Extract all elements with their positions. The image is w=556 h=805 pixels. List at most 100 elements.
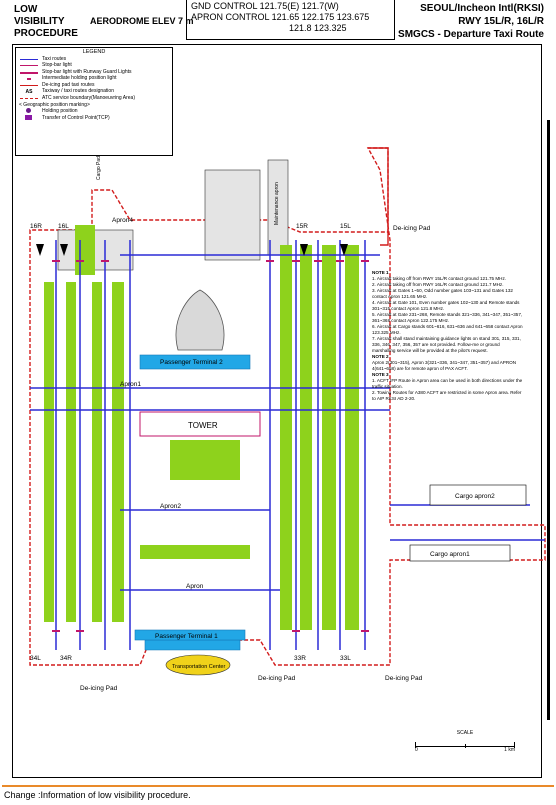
legend-item: Transfer of Control Point(TCP) <box>16 115 172 122</box>
apron1-label: Apron1 <box>120 381 141 388</box>
legend-item: Intermediate holding position light <box>16 75 172 82</box>
legend-item: Taxi routes <box>16 55 172 62</box>
apron-label: Apron <box>186 583 204 590</box>
side-bar <box>547 120 550 720</box>
legend-item: < Geographic position marking> <box>16 102 172 109</box>
cargo-apron1-label: Cargo apron1 <box>430 551 470 558</box>
rwy-label-33r: 33R <box>294 655 306 662</box>
intermediate-holding-symbol <box>19 75 39 81</box>
legend-item: Stop-bar light <box>16 62 172 69</box>
legend-item: De-icing pad taxi routes <box>16 82 172 89</box>
legend-box: LEGEND Taxi routes Stop-bar light Stop-b… <box>15 47 173 156</box>
terminals <box>134 354 251 651</box>
scale-labels: 0 1 km <box>415 747 515 753</box>
gnd-frequency: GND CONTROL 121.75(E) 121.7(W) <box>191 1 339 11</box>
taxi-route-symbol <box>19 56 39 62</box>
note3-item: 1. ACFT IFP Route in Apron area can be u… <box>372 378 523 389</box>
legend-label: Intermediate holding position light <box>42 75 117 82</box>
rwy-label-34l: 34L <box>30 655 41 662</box>
scale-line <box>415 738 515 748</box>
passenger-terminal-1-label: Passenger Terminal 1 <box>155 633 218 640</box>
note1-item: 5. Aircraft at Gate 231~268, Remote stan… <box>372 312 523 323</box>
scale-zero: 0 <box>415 747 418 753</box>
procedure-title: LOW VISIBILITY PROCEDURE <box>14 4 78 40</box>
note1-heading: NOTE 1 <box>372 270 389 275</box>
taxi-routes <box>30 240 545 650</box>
deicing-pad-label: De-icing Pad <box>80 685 118 692</box>
deicing-pad-label: De-icing Pad <box>385 675 423 682</box>
rwy-label-16r: 16R <box>30 223 42 230</box>
stop-bar-symbol <box>19 62 39 68</box>
apron2-label: Apron2 <box>160 503 181 510</box>
legend-label: Stop-bar light <box>42 62 72 69</box>
map-frame <box>12 44 542 778</box>
note3-heading: NOTE 3 <box>372 372 389 377</box>
deicing-pad-label: De-icing Pad <box>258 675 296 682</box>
holding-position-symbol <box>19 108 39 114</box>
legend-label: Holding position <box>42 108 78 115</box>
deicing-pad-label: De-icing Pad <box>393 225 431 232</box>
chart-identity: SEOUL/Incheon Intl(RKSI) RWY 15L/R, 16L/… <box>398 2 544 41</box>
footer-rule <box>2 785 554 787</box>
tcp-symbol <box>19 115 39 121</box>
map-labels: 16R 16L 15R 15L 34L 34R 33R 33L De-icing… <box>30 156 495 692</box>
runway-thresholds <box>36 244 348 256</box>
rwy-label-15r: 15R <box>296 223 308 230</box>
change-note: Change :Information of low visibility pr… <box>4 790 191 800</box>
legend-label: Taxi routes <box>42 55 67 62</box>
note1-item: 7. Aircraft shall stand maintaining guid… <box>372 336 521 353</box>
footer: Change :Information of low visibility pr… <box>0 785 556 805</box>
tower-label: TOWER <box>188 421 218 430</box>
grass-areas <box>44 225 359 630</box>
legend-item: Holding position <box>16 108 172 115</box>
note1-item: 1. Aircraft taking off from RWY 15L/R co… <box>372 276 507 281</box>
legend-label: Transfer of Control Point(TCP) <box>42 114 110 121</box>
legend-title: LEGEND <box>82 49 106 55</box>
deicing-route-symbol <box>19 82 39 88</box>
apron4-label: Apron4 <box>112 217 133 224</box>
note2-text: Apron 2(301~315), Apron 3(321~336, 341~3… <box>372 360 517 371</box>
apron-frequency: APRON CONTROL 121.65 122.175 123.675 <box>191 12 370 22</box>
legend-item: ATC service boundary(Manoeuvring Area) <box>16 95 172 102</box>
aerodrome-elevation: AERODROME ELEV 7 m <box>90 16 194 26</box>
notes-block: NOTE 1 1. Aircraft taking off from RWY 1… <box>372 270 524 402</box>
legend-label: Taxiway / taxi routes designation <box>42 88 114 95</box>
legend-label: Stop-bar light with Runway Guard Lights <box>42 68 132 75</box>
tower-box <box>139 411 261 437</box>
title-line: PROCEDURE <box>14 28 78 39</box>
atc-boundary-symbol <box>19 95 39 101</box>
legend-item: AS Taxiway / taxi routes designation <box>16 88 172 95</box>
rwy-label-34r: 34R <box>60 655 72 662</box>
note1-item: 3. Aircraft at Gates 1~50, Odd number ga… <box>372 288 513 299</box>
cargo-apron2-label: Cargo apron2 <box>455 493 495 500</box>
stop-bar-rgl-symbol <box>19 69 39 75</box>
note3-item: 2. Towing Routes for A380 ACFT are restr… <box>372 390 522 401</box>
scale-title: SCALE <box>456 730 474 736</box>
title-line: VISIBILITY <box>14 16 65 27</box>
airport-name: SEOUL/Incheon Intl(RKSI) <box>420 3 544 14</box>
rwy-label-15l: 15L <box>340 223 351 230</box>
transportation-center-label: Transportation Center <box>172 664 225 670</box>
legend-label: ATC service boundary(Manoeuvring Area) <box>42 95 136 102</box>
cargo-aprons <box>409 484 527 562</box>
runway-list: RWY 15L/R, 16L/R <box>458 16 544 27</box>
rwy-label-33l: 33L <box>340 655 351 662</box>
note1-item: 4. Aircraft at Gate 101, Even number gat… <box>372 300 520 311</box>
note1-item: 2. Aircraft taking off from RWY 16L/R co… <box>372 282 504 287</box>
maintenance-apron-label: Maintenance apron <box>274 182 280 225</box>
pier-terminal2 <box>175 289 225 351</box>
apron-frequency-2: 121.8 123.325 <box>289 23 347 33</box>
passenger-terminal-2-label: Passenger Terminal 2 <box>160 359 223 366</box>
chart-header: LOW VISIBILITY PROCEDURE AERODROME ELEV … <box>0 0 556 46</box>
frequency-box: GND CONTROL 121.75(E) 121.7(W) APRON CON… <box>186 0 395 40</box>
taxiway-designation-symbol: AS <box>25 88 33 95</box>
transportation-center <box>165 654 231 676</box>
title-line: LOW <box>14 4 38 15</box>
note2-heading: NOTE 2 <box>372 354 389 359</box>
stop-bars <box>52 260 369 632</box>
rwy-label-16l: 16L <box>58 223 69 230</box>
legend-label: < Geographic position marking> <box>19 101 90 108</box>
scale-km: 1 km <box>504 747 515 753</box>
chart-title: SMGCS - Departure Taxi Route <box>398 29 544 40</box>
